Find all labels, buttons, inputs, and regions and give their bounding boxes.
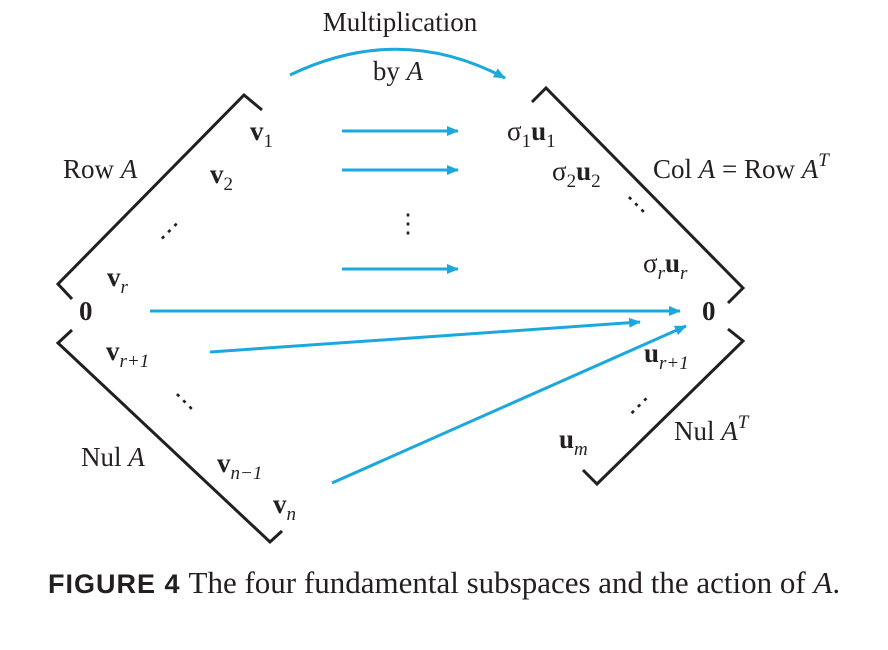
by-a-label: by A xyxy=(373,56,424,86)
left-null-space-boundary xyxy=(581,327,746,487)
vector-v1: v1 xyxy=(250,116,273,152)
multiplication-label: Multiplication xyxy=(323,7,478,37)
left-zero-vector: 0 xyxy=(79,296,93,326)
null-space-ellipsis: ⋮ xyxy=(165,382,204,421)
vector-sigmar-ur: σrur xyxy=(643,248,688,284)
caption-end: . xyxy=(832,565,841,600)
vector-ur-plus-1: ur+1 xyxy=(644,338,689,374)
vector-v2: v2 xyxy=(210,159,233,195)
vector-vn-minus-1: vn−1 xyxy=(217,448,262,484)
vector-vn: vn xyxy=(273,489,296,525)
arrow-vr1-to-zero xyxy=(209,317,641,354)
row-space-boundary xyxy=(55,92,263,301)
row-space-label: Row A xyxy=(63,154,138,184)
vector-vr-plus-1: vr+1 xyxy=(106,336,149,372)
right-zero-vector: 0 xyxy=(702,296,716,326)
caption-text: The four fundamental subspaces and the a… xyxy=(188,565,814,600)
vector-vr: vr xyxy=(107,262,129,298)
arrow-vn-to-zero xyxy=(331,324,687,485)
mapping-arrows xyxy=(150,47,687,485)
vector-sigma2-u2: σ2u2 xyxy=(552,156,601,192)
left-null-space-ellipsis: ⋮ xyxy=(620,386,659,425)
row-space-ellipsis: ⋮ xyxy=(150,211,189,250)
figure-number: FIGURE 4 xyxy=(48,569,181,599)
vector-um: um xyxy=(559,424,588,460)
right-space-frame xyxy=(530,85,746,487)
left-null-space-label: Nul AT xyxy=(674,412,750,446)
four-subspaces-diagram: Multiplication by A Row A Nul A 0 v1 v2 … xyxy=(55,7,830,545)
left-space-frame xyxy=(55,92,284,545)
caption-variable: A xyxy=(813,565,833,600)
null-space-label: Nul A xyxy=(81,442,145,472)
col-space-boundary xyxy=(530,85,746,305)
multiplication-arrow xyxy=(289,47,506,80)
vector-sigma1-u1: σ1u1 xyxy=(507,116,556,152)
middle-ellipsis: ⋮ xyxy=(395,209,421,238)
col-space-ellipsis: ⋮ xyxy=(617,185,656,224)
null-space-boundary xyxy=(55,328,284,545)
col-space-label: Col A = Row AT xyxy=(653,150,830,184)
